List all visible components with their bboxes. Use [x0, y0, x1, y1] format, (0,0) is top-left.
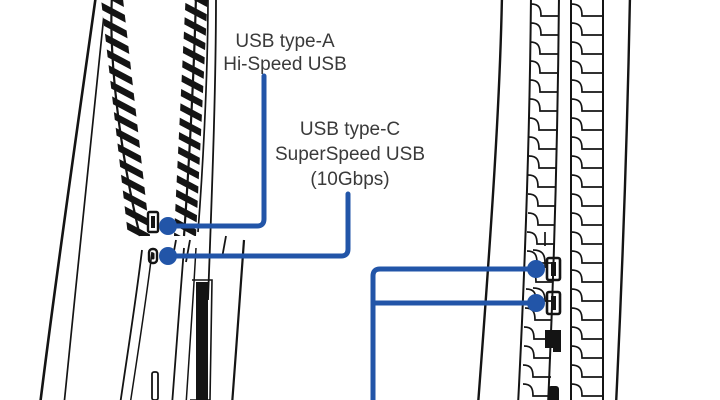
dot-rear-usb-a-bottom — [527, 294, 545, 312]
dot-rear-usb-a-top — [527, 260, 545, 278]
left-vent-band-inner-edge2 — [197, 0, 209, 233]
console-right — [477, 0, 632, 400]
label-usb-a-line1: USB type-A — [235, 31, 335, 52]
callout-labels: USB type-A Hi-Speed USB USB type-C Super… — [223, 31, 425, 190]
port-rear-usb-a-bottom — [545, 290, 562, 316]
port-bank-recess-mid — [532, 287, 546, 302]
leader-usb-c — [169, 191, 351, 259]
callout-dots — [159, 217, 545, 312]
label-usb-a-line2: Hi-Speed USB — [223, 54, 347, 75]
port-front-usb-c — [147, 247, 159, 265]
left-seam-lower-c — [119, 249, 143, 400]
leader-rear-top — [370, 266, 538, 400]
port-rear-hdmi — [548, 386, 559, 400]
right-body-edge — [615, 0, 632, 400]
port-rear-ethernet — [545, 330, 561, 352]
label-usb-c-line2: SuperSpeed USB — [275, 144, 425, 165]
right-vent-column-left — [517, 0, 560, 400]
right-outer-edge — [477, 0, 504, 400]
left-seam-right — [231, 239, 246, 400]
label-usb-c-line1: USB type-C — [300, 119, 400, 140]
label-usb-c-line3: (10Gbps) — [310, 169, 389, 190]
left-inner-edge — [63, 0, 107, 400]
left-seam-lower-a — [171, 247, 185, 400]
right-vent-column-right — [570, 0, 604, 400]
dot-front-usb-a — [159, 217, 177, 235]
callout-leaders — [169, 73, 538, 400]
left-vent-band-inner-edge — [182, 0, 197, 237]
disc-slot-outline — [190, 279, 213, 400]
leader-usb-a — [169, 73, 267, 229]
port-bank-recess-top — [532, 249, 546, 268]
port-rear-usb-a-top — [545, 256, 562, 282]
left-outer-edge — [39, 0, 97, 400]
left-seam-lower-b — [185, 247, 197, 400]
left-vent-band-outer-edge — [110, 0, 142, 237]
port-front-usb-a — [146, 210, 160, 234]
power-slot — [151, 371, 159, 400]
dot-front-usb-c — [159, 247, 177, 265]
left-seam-lower-d — [129, 251, 153, 400]
disc-slot — [196, 282, 208, 400]
